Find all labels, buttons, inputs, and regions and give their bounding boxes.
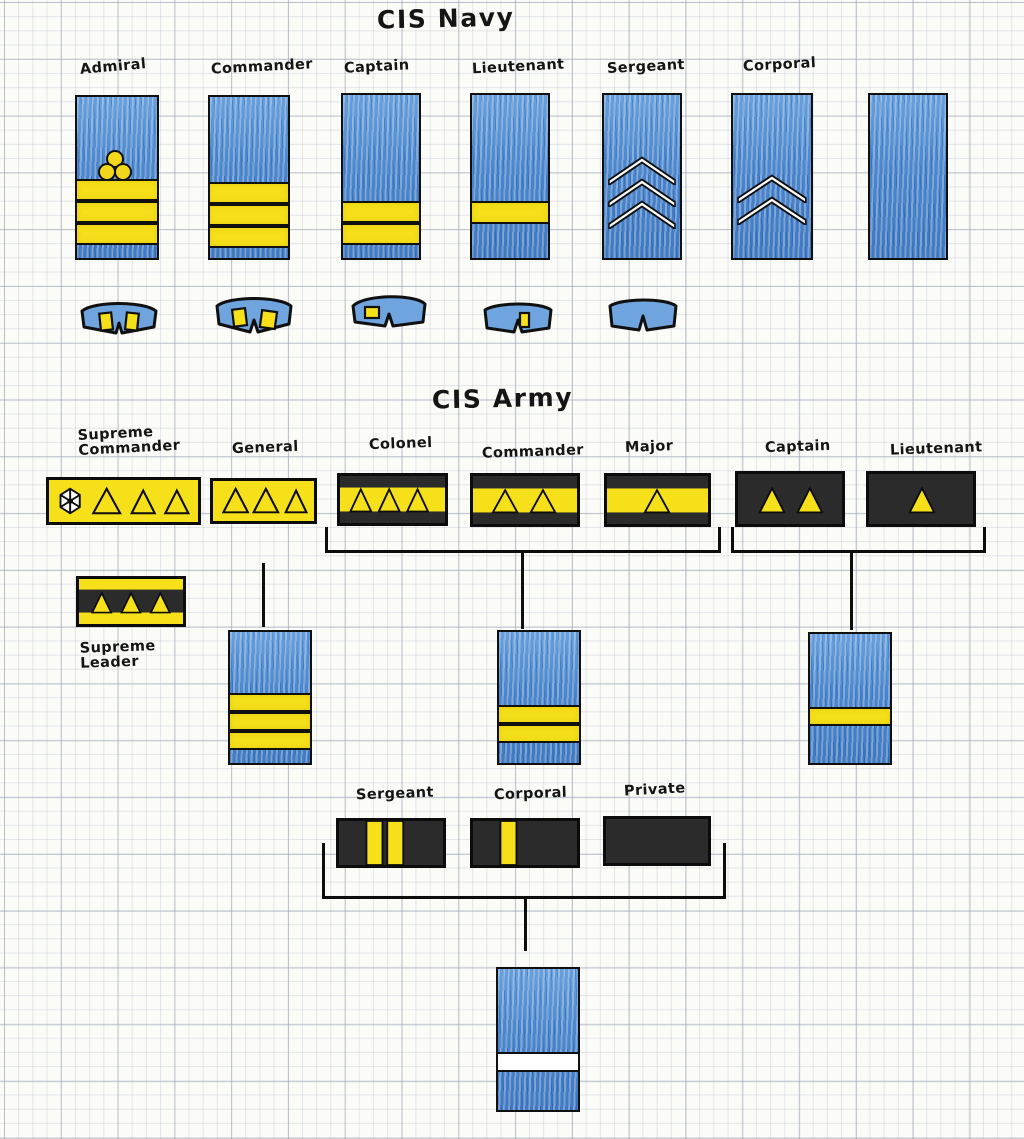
navy-stripe [498,1052,578,1072]
army-rank-label-general: General [231,438,299,458]
navy-board-lieutenant-equivalent [808,632,892,765]
navy-stripe [230,712,310,731]
navy-stripe [230,731,310,750]
chevron-icon [736,173,808,203]
navy-board-commander-equivalent [497,630,581,765]
navy-stripe [77,223,157,245]
navy-stripe [343,223,419,245]
trefoil-emblem [95,150,135,184]
connector-line [731,527,734,552]
army-board-private [603,816,711,866]
army-rank-label-captain: Captain [764,437,831,457]
navy-rank-label-lieutenant: Lieutenant [471,56,565,78]
connector-line [731,550,986,553]
navy-board-admiral [75,95,159,260]
navy-rank-label-admiral: Admiral [79,56,147,78]
army-board-supreme-commander [46,477,201,525]
collar-lieutenant [475,296,561,346]
navy-rank-label-corporal: Corporal [742,55,817,75]
army-board-general [210,478,317,524]
collar-sergeant [600,294,686,344]
chevron-icon [736,195,808,225]
army-board-corporal [470,818,580,868]
army-rank-label-supreme-leader: Supreme Leader [79,638,156,672]
army-board-sergeant [336,818,446,868]
cloth-texture [472,95,548,258]
army-board-lieutenant [866,471,976,527]
army-rank-label-sergeant: Sergeant [355,784,435,804]
navy-stripe [77,201,157,223]
army-rank-label-corporal: Corporal [493,784,568,804]
army-rank-label-private: Private [623,780,686,800]
navy-section-title: CIS Navy [376,2,515,35]
navy-board-lieutenant [470,93,550,260]
navy-stripe [343,201,419,223]
army-board-captain [735,471,845,527]
connector-line [983,527,986,552]
connector-line [723,843,726,898]
connector-line [524,896,527,951]
chevron-icon [607,199,677,229]
collar-admiral [76,293,162,343]
navy-board-captain [341,93,421,260]
connector-line [322,843,325,898]
connector-line [718,527,721,552]
army-rank-label-colonel: Colonel [368,434,433,454]
army-rank-label-major: Major [624,438,674,456]
cloth-texture [870,95,946,258]
navy-board-general-equivalent [228,630,312,765]
navy-stripe [472,201,548,224]
army-section-title: CIS Army [431,382,574,415]
army-rank-label-supreme-commander: Supreme Commander [77,424,181,460]
navy-stripe [210,226,288,248]
collar-captain [345,288,431,338]
navy-rank-label-captain: Captain [343,57,410,77]
navy-board-commander [208,95,290,260]
navy-rank-label-sergeant: Sergeant [606,56,686,78]
navy-stripe [77,179,157,201]
navy-board-enlisted-equivalent [496,967,580,1112]
army-rank-label-commander: Commander [481,442,585,462]
cloth-texture [499,632,579,763]
army-board-supreme-leader [76,576,186,627]
navy-rank-label-commander: Commander [210,56,314,78]
navy-board-sergeant [602,93,682,260]
navy-stripe [210,204,288,226]
navy-stripe [230,693,310,712]
navy-stripe [210,182,288,204]
navy-stripe [499,724,579,743]
chevron-icon [607,177,677,207]
chevron-icon [607,155,677,185]
navy-board-plain [868,93,948,260]
connector-line [262,563,265,627]
army-board-major [604,473,711,527]
connector-line [325,527,328,552]
cloth-texture [810,634,890,763]
army-rank-label-lieutenant: Lieutenant [889,439,983,459]
navy-stripe [810,707,890,726]
connector-line [850,550,853,630]
navy-stripe [499,705,579,724]
army-board-commander [470,473,580,527]
cloth-texture [498,969,578,1110]
connector-line [521,550,524,629]
navy-board-corporal [731,93,813,260]
collar-commander [211,290,297,340]
army-board-colonel [337,473,448,526]
